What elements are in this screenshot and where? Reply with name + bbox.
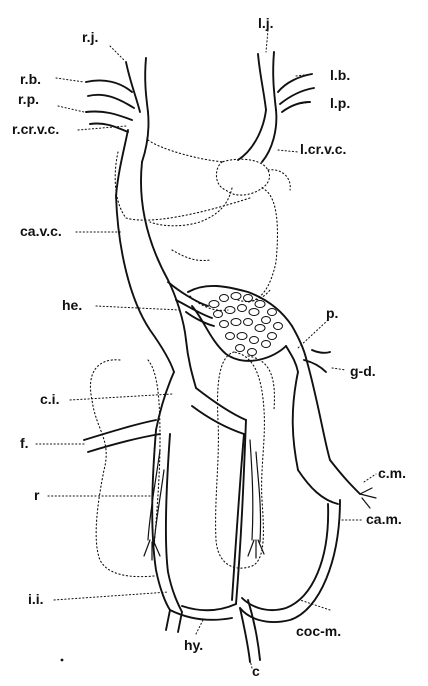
caudal-vena-cava-right [141, 162, 186, 340]
right-cranial-vena-cava-inner [142, 112, 149, 162]
hypogastric-right [182, 604, 236, 610]
label-c: c [252, 663, 260, 679]
label-r-cr-v-c: r.cr.v.c. [12, 121, 59, 137]
label-ca-m: ca.m. [366, 511, 402, 527]
portal-vein-lower [286, 346, 298, 372]
coccygeal-vein [240, 600, 260, 662]
label-i-i: i.i. [28, 591, 44, 607]
left-kidney-outline [90, 360, 154, 577]
label-l-b: l.b. [330, 67, 350, 83]
hypogastric-left [170, 610, 232, 620]
label-r-p: r.p. [18, 91, 39, 107]
label-r-b: r.b. [20, 71, 41, 87]
portal-trunk-left [293, 372, 298, 470]
leader-g-d [332, 368, 346, 370]
common-iliac-right [186, 340, 196, 388]
right-renal-fringe [248, 540, 264, 558]
mesenteric-fringe [360, 488, 376, 508]
leader-c-i [70, 394, 172, 400]
leader-lines [36, 30, 376, 668]
left-renal-portal-inner [166, 434, 182, 612]
right-jugular-inner [145, 58, 148, 112]
right-renal-branch [250, 440, 261, 542]
label-c-m: c.m. [378, 465, 406, 481]
left-renal-fringe [144, 540, 160, 560]
sinus-outline [115, 140, 250, 220]
leader-hy [196, 618, 204, 634]
right-parietal [86, 111, 132, 120]
label-g-d: g-d. [350, 363, 376, 379]
leader-r-b [56, 78, 84, 82]
caudal-mesenteric-outer [330, 460, 360, 494]
portal-trunk-right [306, 358, 330, 460]
caudal-mesenteric-inner [298, 470, 338, 504]
label-r: r [34, 487, 40, 503]
right-cranial-vena-cava [116, 130, 128, 196]
label-ca-v-c: ca.v.c. [20, 223, 62, 239]
left-jugular-inner [273, 52, 276, 110]
aorta-stub-outline [268, 170, 290, 190]
leader-l-j [266, 30, 268, 52]
leader-l-cr-v-c [278, 150, 298, 152]
label-hy: hy. [184, 637, 203, 653]
right-brachial-lower [88, 95, 134, 108]
leader-i-i [54, 592, 168, 600]
label-l-j: l.j. [258, 15, 274, 31]
label-c-i: c.i. [40, 391, 59, 407]
left-renal-portal-outer [152, 430, 170, 610]
left-parietal [282, 102, 310, 112]
right-brachial [86, 80, 132, 92]
label-coc-m: coc-m. [296, 623, 341, 639]
label-p: p. [326, 305, 338, 321]
coccygeo-mesenteric-outer [240, 500, 340, 622]
ventricle-outline [248, 188, 277, 302]
leader-r-p [58, 106, 84, 112]
left-cranial-vena-cava [238, 110, 266, 160]
label-f: f. [20, 435, 29, 451]
left-jugular [258, 54, 266, 110]
margin-dot [61, 659, 64, 662]
label-l-p: l.p. [330, 95, 350, 111]
label-he: he. [62, 297, 82, 313]
gastro-duodenal-vein [304, 350, 330, 372]
right-parietal-lower [90, 123, 128, 132]
leader-p [298, 320, 328, 348]
leader-r-j [110, 46, 124, 60]
leader-c-m [364, 474, 376, 482]
label-r-j: r.j. [82, 29, 98, 45]
right-kidney-inner-outline [248, 356, 274, 410]
label-l-cr-v-c: l.cr.v.c. [300, 141, 346, 157]
heart-outline [216, 159, 269, 195]
left-renal-branch [148, 450, 164, 544]
coccygeo-mesenteric-inner [242, 504, 328, 610]
femoral-vein-lower [88, 434, 160, 452]
labels: r.j. r.b. r.p. r.cr.v.c. l.j. l.b. l.p. … [12, 15, 406, 679]
